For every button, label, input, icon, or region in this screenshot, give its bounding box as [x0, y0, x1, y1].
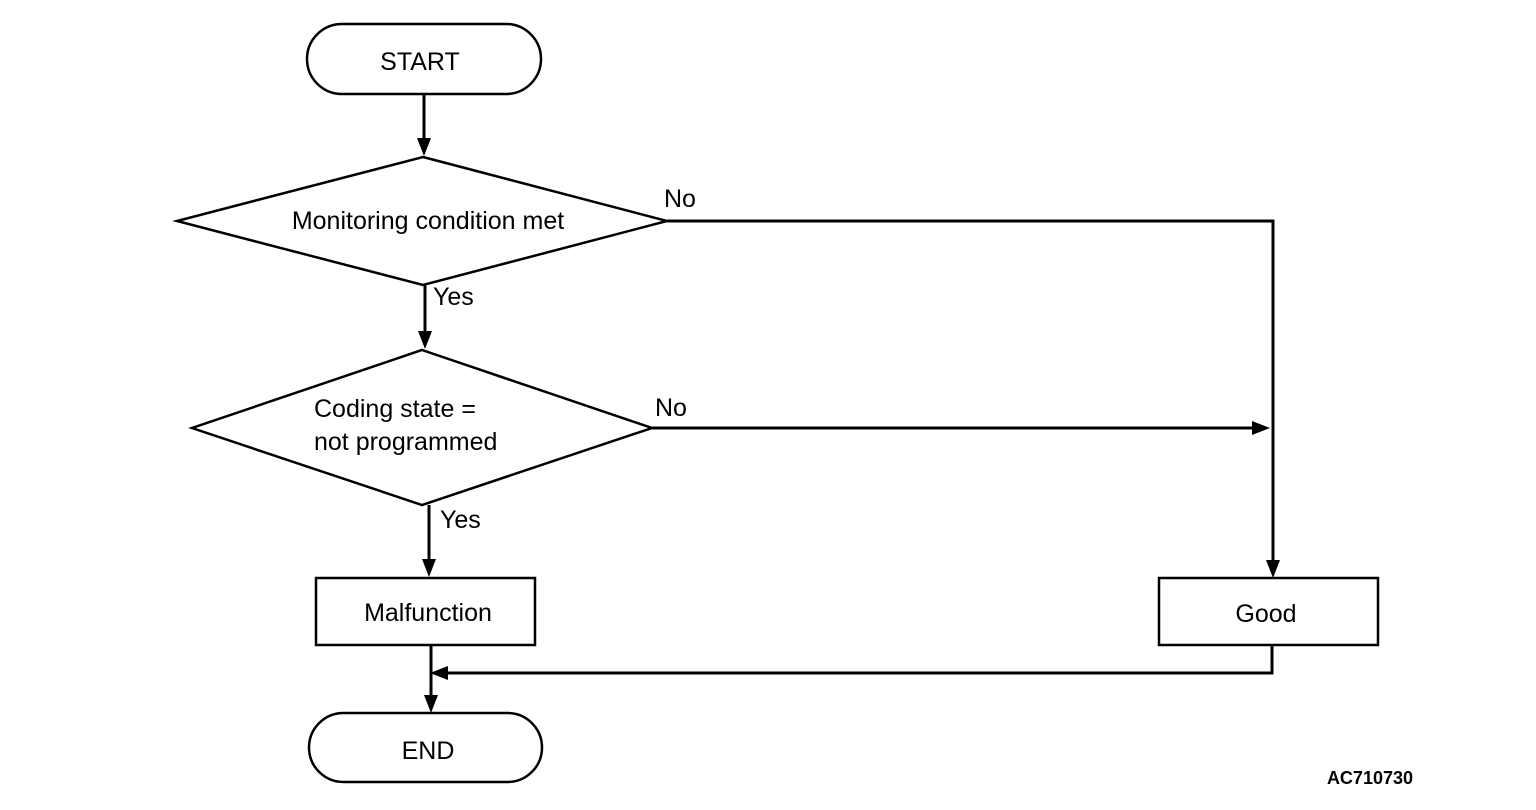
connector-decision1-yes-to-decision2	[418, 285, 432, 349]
start-node: START	[305, 22, 543, 96]
start-label: START	[380, 48, 460, 76]
malfunction-label: Malfunction	[364, 599, 492, 627]
connector-decision1-no-to-good	[667, 219, 1280, 578]
good-process-shape	[1157, 576, 1380, 647]
decision2-no-label: No	[655, 394, 687, 422]
connector-decision2-yes-to-malfunction	[422, 505, 436, 577]
decision1-node: Monitoring condition met	[172, 155, 672, 287]
connector-good-to-end	[430, 645, 1274, 680]
good-node: Good	[1157, 576, 1380, 647]
arrowhead-left	[430, 666, 448, 680]
arrowhead-down	[422, 559, 436, 577]
malfunction-node: Malfunction	[314, 576, 537, 647]
connector-start-to-decision1	[417, 94, 431, 156]
arrowhead-down	[424, 695, 438, 713]
malfunction-process-shape	[314, 576, 537, 647]
arrowhead-down	[417, 138, 431, 156]
arrowhead-right	[1252, 421, 1270, 435]
decision1-label: Monitoring condition met	[292, 207, 564, 235]
connector-malfunction-to-end	[424, 645, 438, 713]
decision2-node: Coding state = not programmed	[188, 348, 656, 507]
end-terminator-shape	[307, 711, 544, 784]
good-label: Good	[1235, 600, 1296, 628]
decision1-diamond-shape	[172, 155, 672, 287]
figure-code: AC710730	[1327, 768, 1413, 788]
decision2-label-line1: Coding state =	[314, 395, 476, 423]
arrowhead-down	[418, 331, 432, 349]
decision2-diamond-shape	[188, 348, 656, 507]
end-node: END	[307, 711, 544, 784]
decision1-yes-label: Yes	[433, 283, 474, 311]
decision1-no-label: No	[664, 185, 696, 213]
decision2-yes-label: Yes	[440, 506, 481, 534]
connector-decision2-no-to-good-line	[652, 421, 1270, 435]
decision2-label-line2: not programmed	[314, 428, 497, 456]
arrowhead-down	[1266, 560, 1280, 578]
end-label: END	[402, 737, 455, 765]
